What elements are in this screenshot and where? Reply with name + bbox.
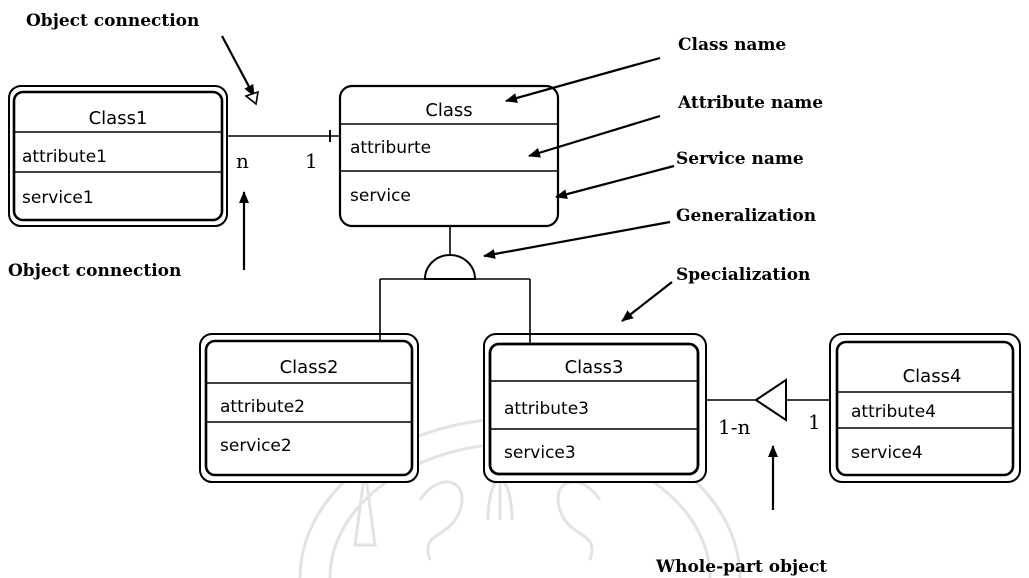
class3-name: Class3 [565, 357, 624, 378]
class4-attribute: attribute4 [851, 402, 936, 422]
class-attribute: attriburte [350, 138, 431, 158]
class2-service: service2 [220, 436, 292, 456]
whole-part-connection [706, 378, 830, 422]
class3-attribute: attribute3 [504, 399, 589, 419]
class1-name: Class1 [89, 108, 148, 129]
multiplicity-1-class: 1 [305, 149, 318, 173]
class-box[interactable]: Class attriburte service [338, 84, 560, 228]
specialization-label: Specialization [676, 265, 810, 285]
class4-service: service4 [851, 443, 923, 463]
attribute-name-label: Attribute name [677, 93, 823, 113]
multiplicity-1-n: 1-n [718, 415, 750, 439]
class3-box[interactable]: Class3 attribute3 service3 [483, 333, 707, 483]
object-connection-line [227, 130, 340, 142]
object-connection-label-bottom: Object connection [8, 261, 181, 281]
class2-name: Class2 [280, 357, 339, 378]
multiplicity-1-part: 1 [808, 410, 821, 434]
class1-service: service1 [22, 188, 94, 208]
whole-part-label: Whole-part object [655, 557, 827, 577]
class2-attribute: attribute2 [220, 397, 305, 417]
class-name-label: Class name [678, 35, 786, 55]
class-service: service [350, 186, 411, 206]
class-name: Class [425, 100, 472, 121]
class4-box[interactable]: Class4 attribute4 service4 [829, 333, 1021, 483]
service-name-label: Service name [676, 149, 804, 169]
annotation-arrows [221, 35, 778, 510]
class1-attribute: attribute1 [22, 147, 107, 167]
multiplicity-n: n [236, 149, 249, 173]
generalization-label: Generalization [676, 206, 816, 226]
class2-box[interactable]: Class2 attribute2 service2 [199, 333, 419, 483]
class3-service: service3 [504, 443, 576, 463]
generalization-structure [379, 226, 531, 344]
connection-arrowhead [244, 90, 260, 106]
class4-name: Class4 [903, 366, 962, 387]
class1-box[interactable]: Class1 attribute1 service1 [8, 85, 228, 227]
object-connection-label-top: Object connection [26, 11, 199, 31]
